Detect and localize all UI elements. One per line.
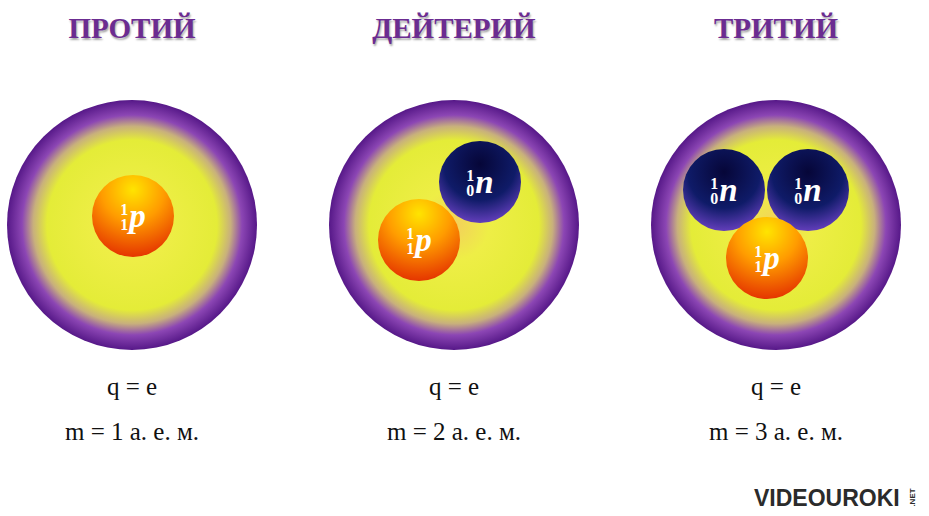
nucleon-circle bbox=[683, 149, 765, 231]
mass-number: 1 bbox=[754, 244, 762, 259]
electron-cloud-circle bbox=[329, 100, 579, 350]
isotope-atom: ДЕЙТЕРИЙq = em = 2 а. е. м.11p10n bbox=[324, 0, 584, 470]
mass-number: 1 bbox=[120, 202, 128, 217]
nucleon-label: 11p bbox=[377, 198, 461, 282]
particle-symbol: p bbox=[415, 223, 432, 257]
particle-symbol: p bbox=[763, 241, 780, 275]
isotope-title: ТРИТИЙ bbox=[642, 12, 910, 45]
isotope-property: q = e bbox=[642, 373, 910, 401]
watermark: VIDEOUROKI bbox=[754, 485, 900, 512]
nucleon-numbers: 10 bbox=[710, 176, 718, 206]
charge-number: 1 bbox=[406, 241, 414, 256]
nucleon-label: 11p bbox=[725, 216, 809, 300]
nucleon: 11p bbox=[91, 174, 175, 258]
isotope-title: ДЕЙТЕРИЙ bbox=[320, 12, 588, 45]
nucleon: 10n bbox=[438, 140, 522, 224]
charge-number: 0 bbox=[710, 191, 718, 206]
mass-number: 1 bbox=[710, 176, 718, 191]
nucleon-numbers: 11 bbox=[406, 226, 414, 256]
charge-number: 1 bbox=[754, 259, 762, 274]
particle-symbol: n bbox=[719, 173, 737, 207]
isotope-title: ПРОТИЙ bbox=[0, 12, 266, 45]
particle-symbol: p bbox=[129, 199, 146, 233]
mass-number: 1 bbox=[466, 168, 474, 183]
watermark: .NET bbox=[908, 488, 917, 506]
isotope-atom: ПРОТИЙq = em = 1 а. е. м.11p bbox=[2, 0, 262, 470]
nucleon-numbers: 10 bbox=[794, 176, 802, 206]
nucleon: 11p bbox=[725, 216, 809, 300]
electron-cloud-circle bbox=[651, 100, 901, 350]
nucleon-numbers: 10 bbox=[466, 168, 474, 198]
isotope-property: m = 3 а. е. м. bbox=[642, 418, 910, 446]
isotope-property: q = e bbox=[320, 373, 588, 401]
isotope-property: m = 1 а. е. м. bbox=[0, 418, 266, 446]
charge-number: 0 bbox=[466, 183, 474, 198]
nucleon-circle bbox=[92, 175, 174, 257]
charge-number: 1 bbox=[120, 217, 128, 232]
nucleon-circle bbox=[767, 149, 849, 231]
nucleon-circle bbox=[378, 199, 460, 281]
isotope-property: q = e bbox=[0, 373, 266, 401]
nucleon-numbers: 11 bbox=[754, 244, 762, 274]
nucleon: 11p bbox=[377, 198, 461, 282]
particle-symbol: n bbox=[803, 173, 821, 207]
isotope-atom: ТРИТИЙq = em = 3 а. е. м.10n10n11p bbox=[646, 0, 906, 470]
mass-number: 1 bbox=[406, 226, 414, 241]
electron-cloud-circle bbox=[7, 100, 257, 350]
particle-symbol: n bbox=[475, 165, 493, 199]
nucleon-numbers: 11 bbox=[120, 202, 128, 232]
nucleon-circle bbox=[726, 217, 808, 299]
nucleon-label: 11p bbox=[91, 174, 175, 258]
nucleon-label: 10n bbox=[438, 140, 522, 224]
mass-number: 1 bbox=[794, 176, 802, 191]
isotope-property: m = 2 а. е. м. bbox=[320, 418, 588, 446]
nucleon-circle bbox=[439, 141, 521, 223]
charge-number: 0 bbox=[794, 191, 802, 206]
